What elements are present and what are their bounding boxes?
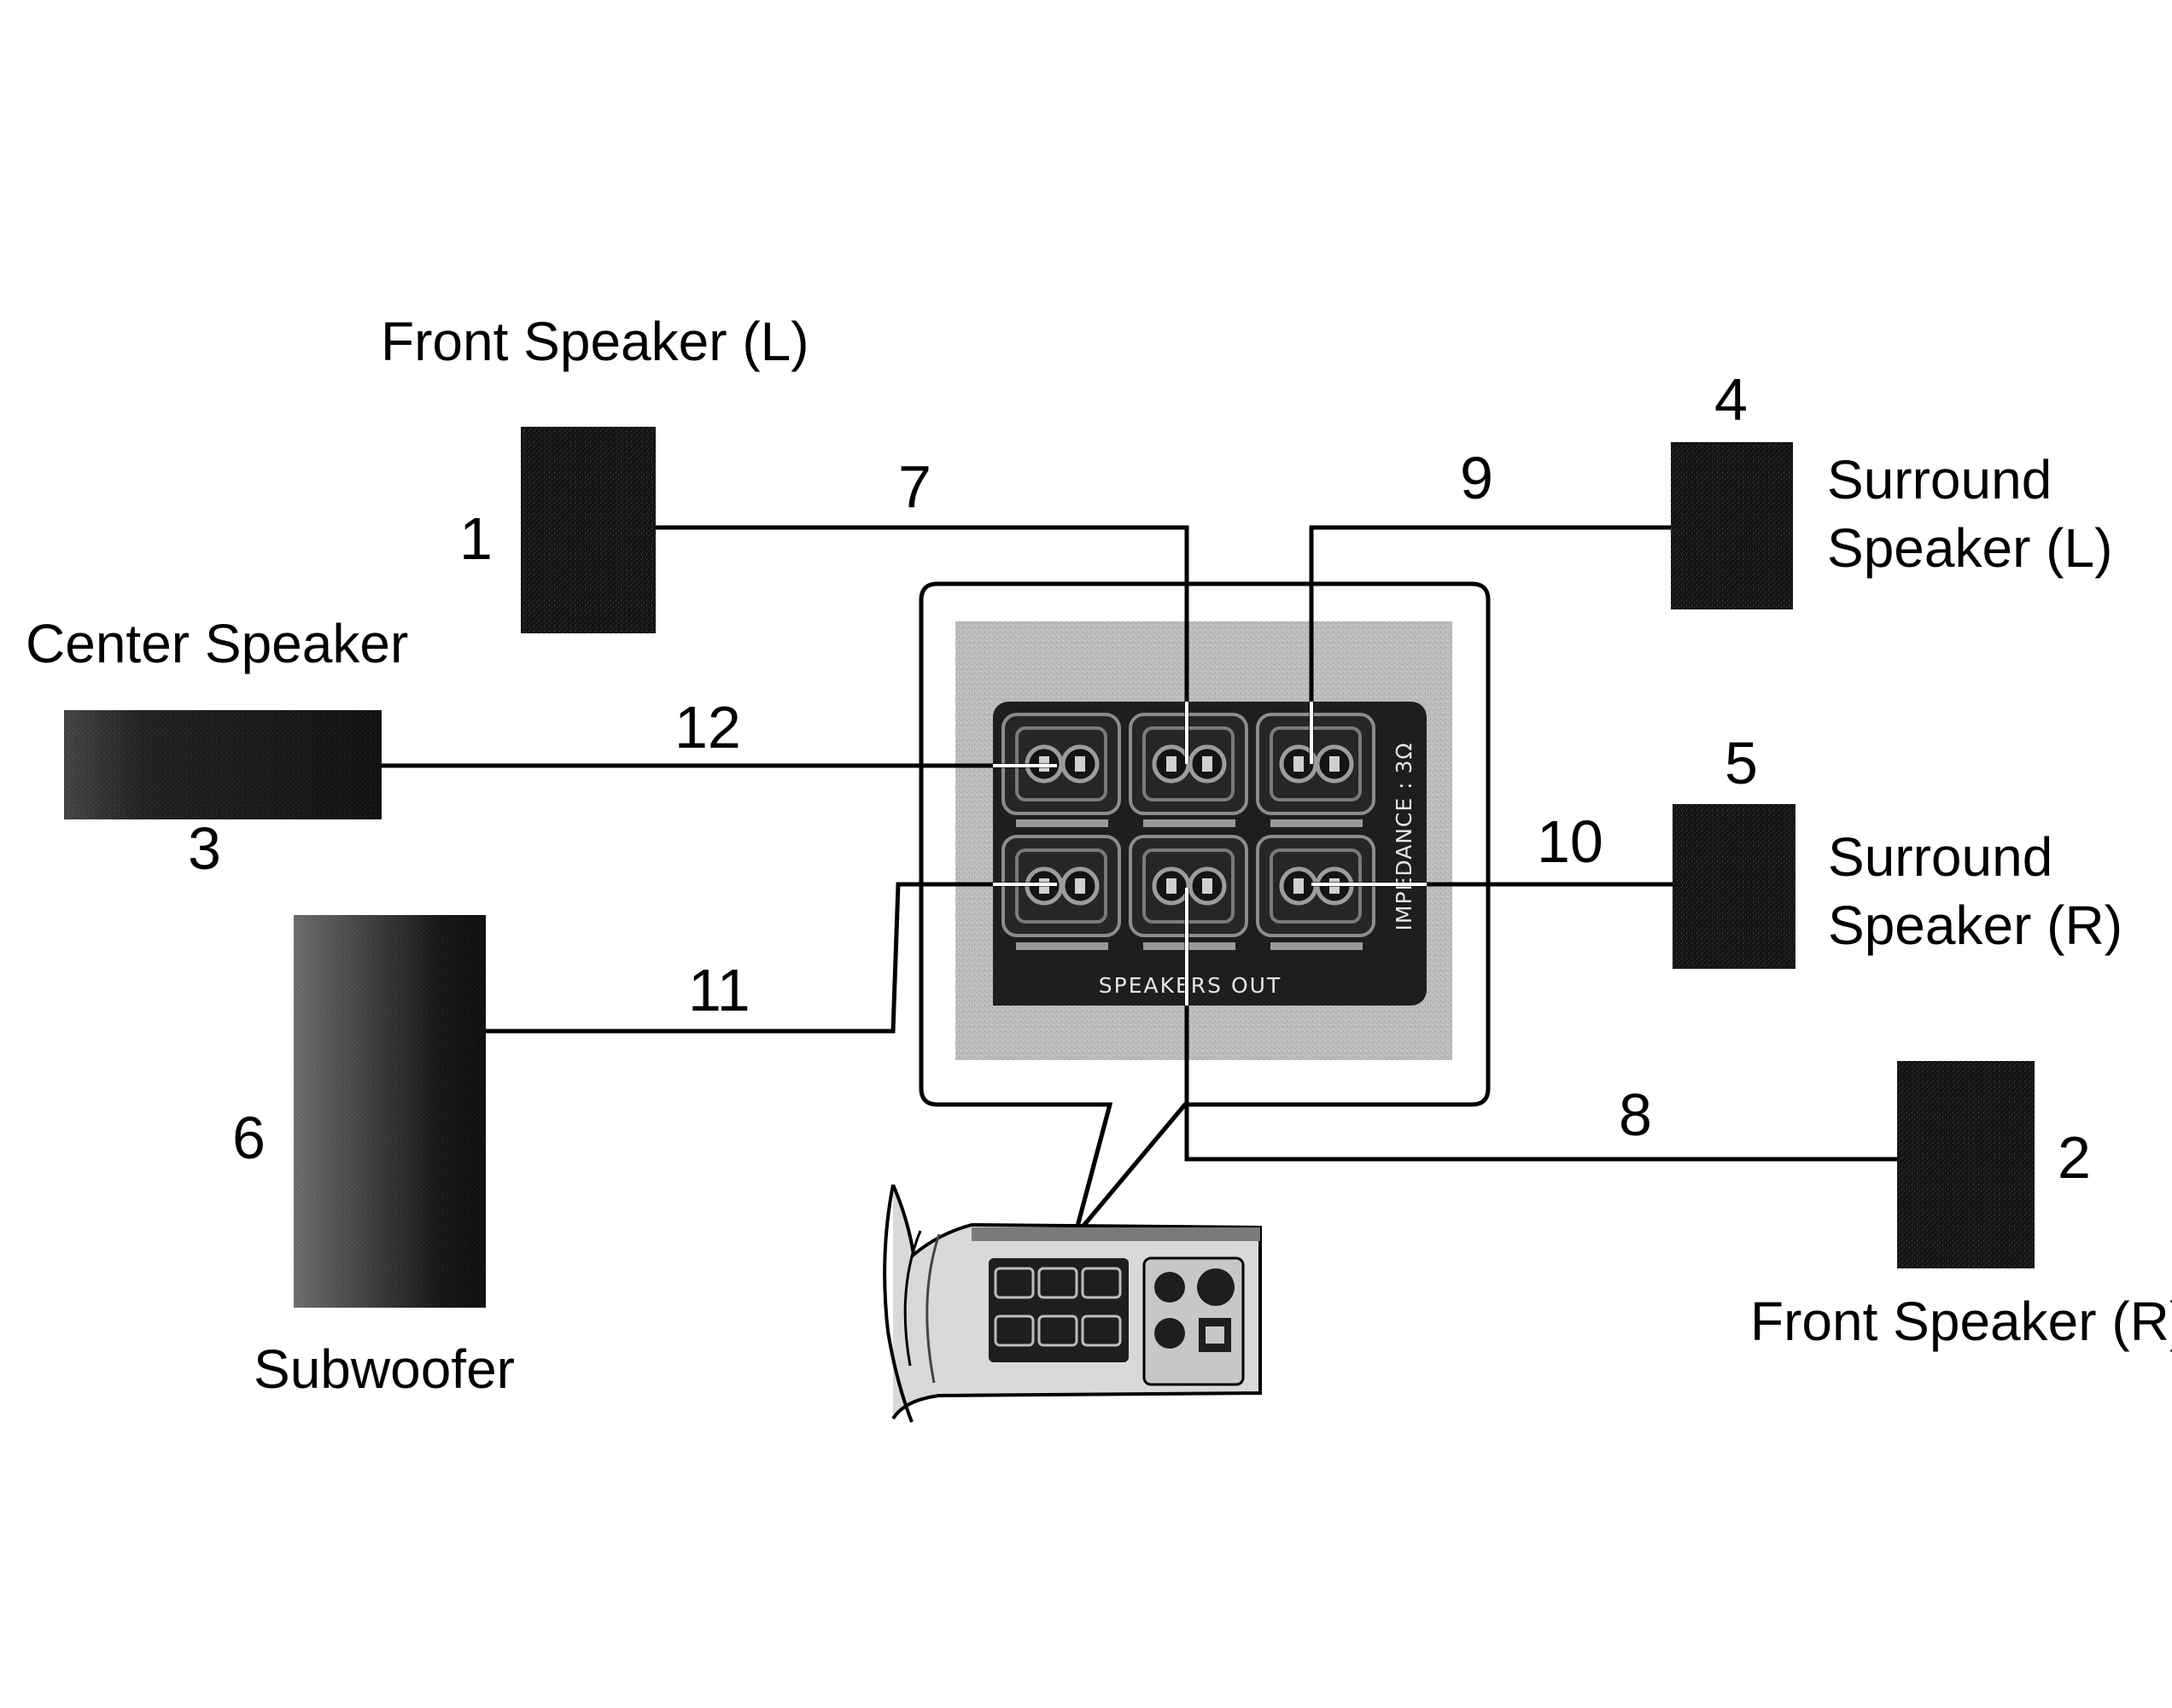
label-surround-right-line1: Surround: [1828, 826, 2052, 888]
callout-8: 8: [1619, 1081, 1652, 1148]
impedance-label: IMPEDANCE : 3Ω: [1392, 742, 1416, 930]
callout-11: 11: [688, 957, 750, 1023]
surround-speaker-right: [1673, 804, 1795, 969]
speakers-out-bar: [993, 963, 1387, 1006]
label-front-speaker-left: Front Speaker (L): [381, 311, 809, 372]
wire-9-surround-left: [1309, 525, 1671, 764]
subwoofer-texture: [294, 915, 486, 1308]
main-unit: [883, 1184, 1262, 1423]
label-subwoofer: Subwoofer: [254, 1338, 515, 1400]
callout-9: 9: [1460, 445, 1493, 511]
callout-2: 2: [2058, 1124, 2091, 1191]
wire-7-front-left: [656, 525, 1189, 764]
label-surround-left-line1: Surround: [1827, 449, 2052, 510]
center-speaker-texture: [64, 710, 382, 819]
front-speaker-right: [1897, 1061, 2035, 1268]
callout-pointer: [1072, 1103, 1187, 1238]
callout-7: 7: [898, 453, 931, 520]
unit-speaker-terminals: [989, 1258, 1129, 1362]
label-front-speaker-right: Front Speaker (R): [1750, 1291, 2172, 1352]
terminal-captions: [1016, 819, 1363, 950]
callout-4: 4: [1714, 366, 1748, 433]
front-speaker-left: [521, 427, 656, 633]
label-surround-left-line2: Speaker (L): [1827, 517, 2112, 579]
label-center-speaker: Center Speaker: [26, 613, 408, 674]
surround-speaker-left: [1671, 442, 1793, 609]
callout-12: 12: [674, 694, 741, 761]
terminal-surround-left: [1258, 714, 1374, 813]
wire-11-subwoofer: [486, 882, 1057, 1034]
callout-5: 5: [1725, 730, 1758, 796]
callout-6: 6: [232, 1105, 266, 1171]
label-surround-right-line2: Speaker (R): [1828, 895, 2122, 956]
callout-1: 1: [459, 505, 493, 572]
callout-3: 3: [188, 815, 221, 882]
speakers-out-label: SPEAKERS OUT: [1099, 973, 1282, 998]
callout-10: 10: [1537, 808, 1603, 875]
